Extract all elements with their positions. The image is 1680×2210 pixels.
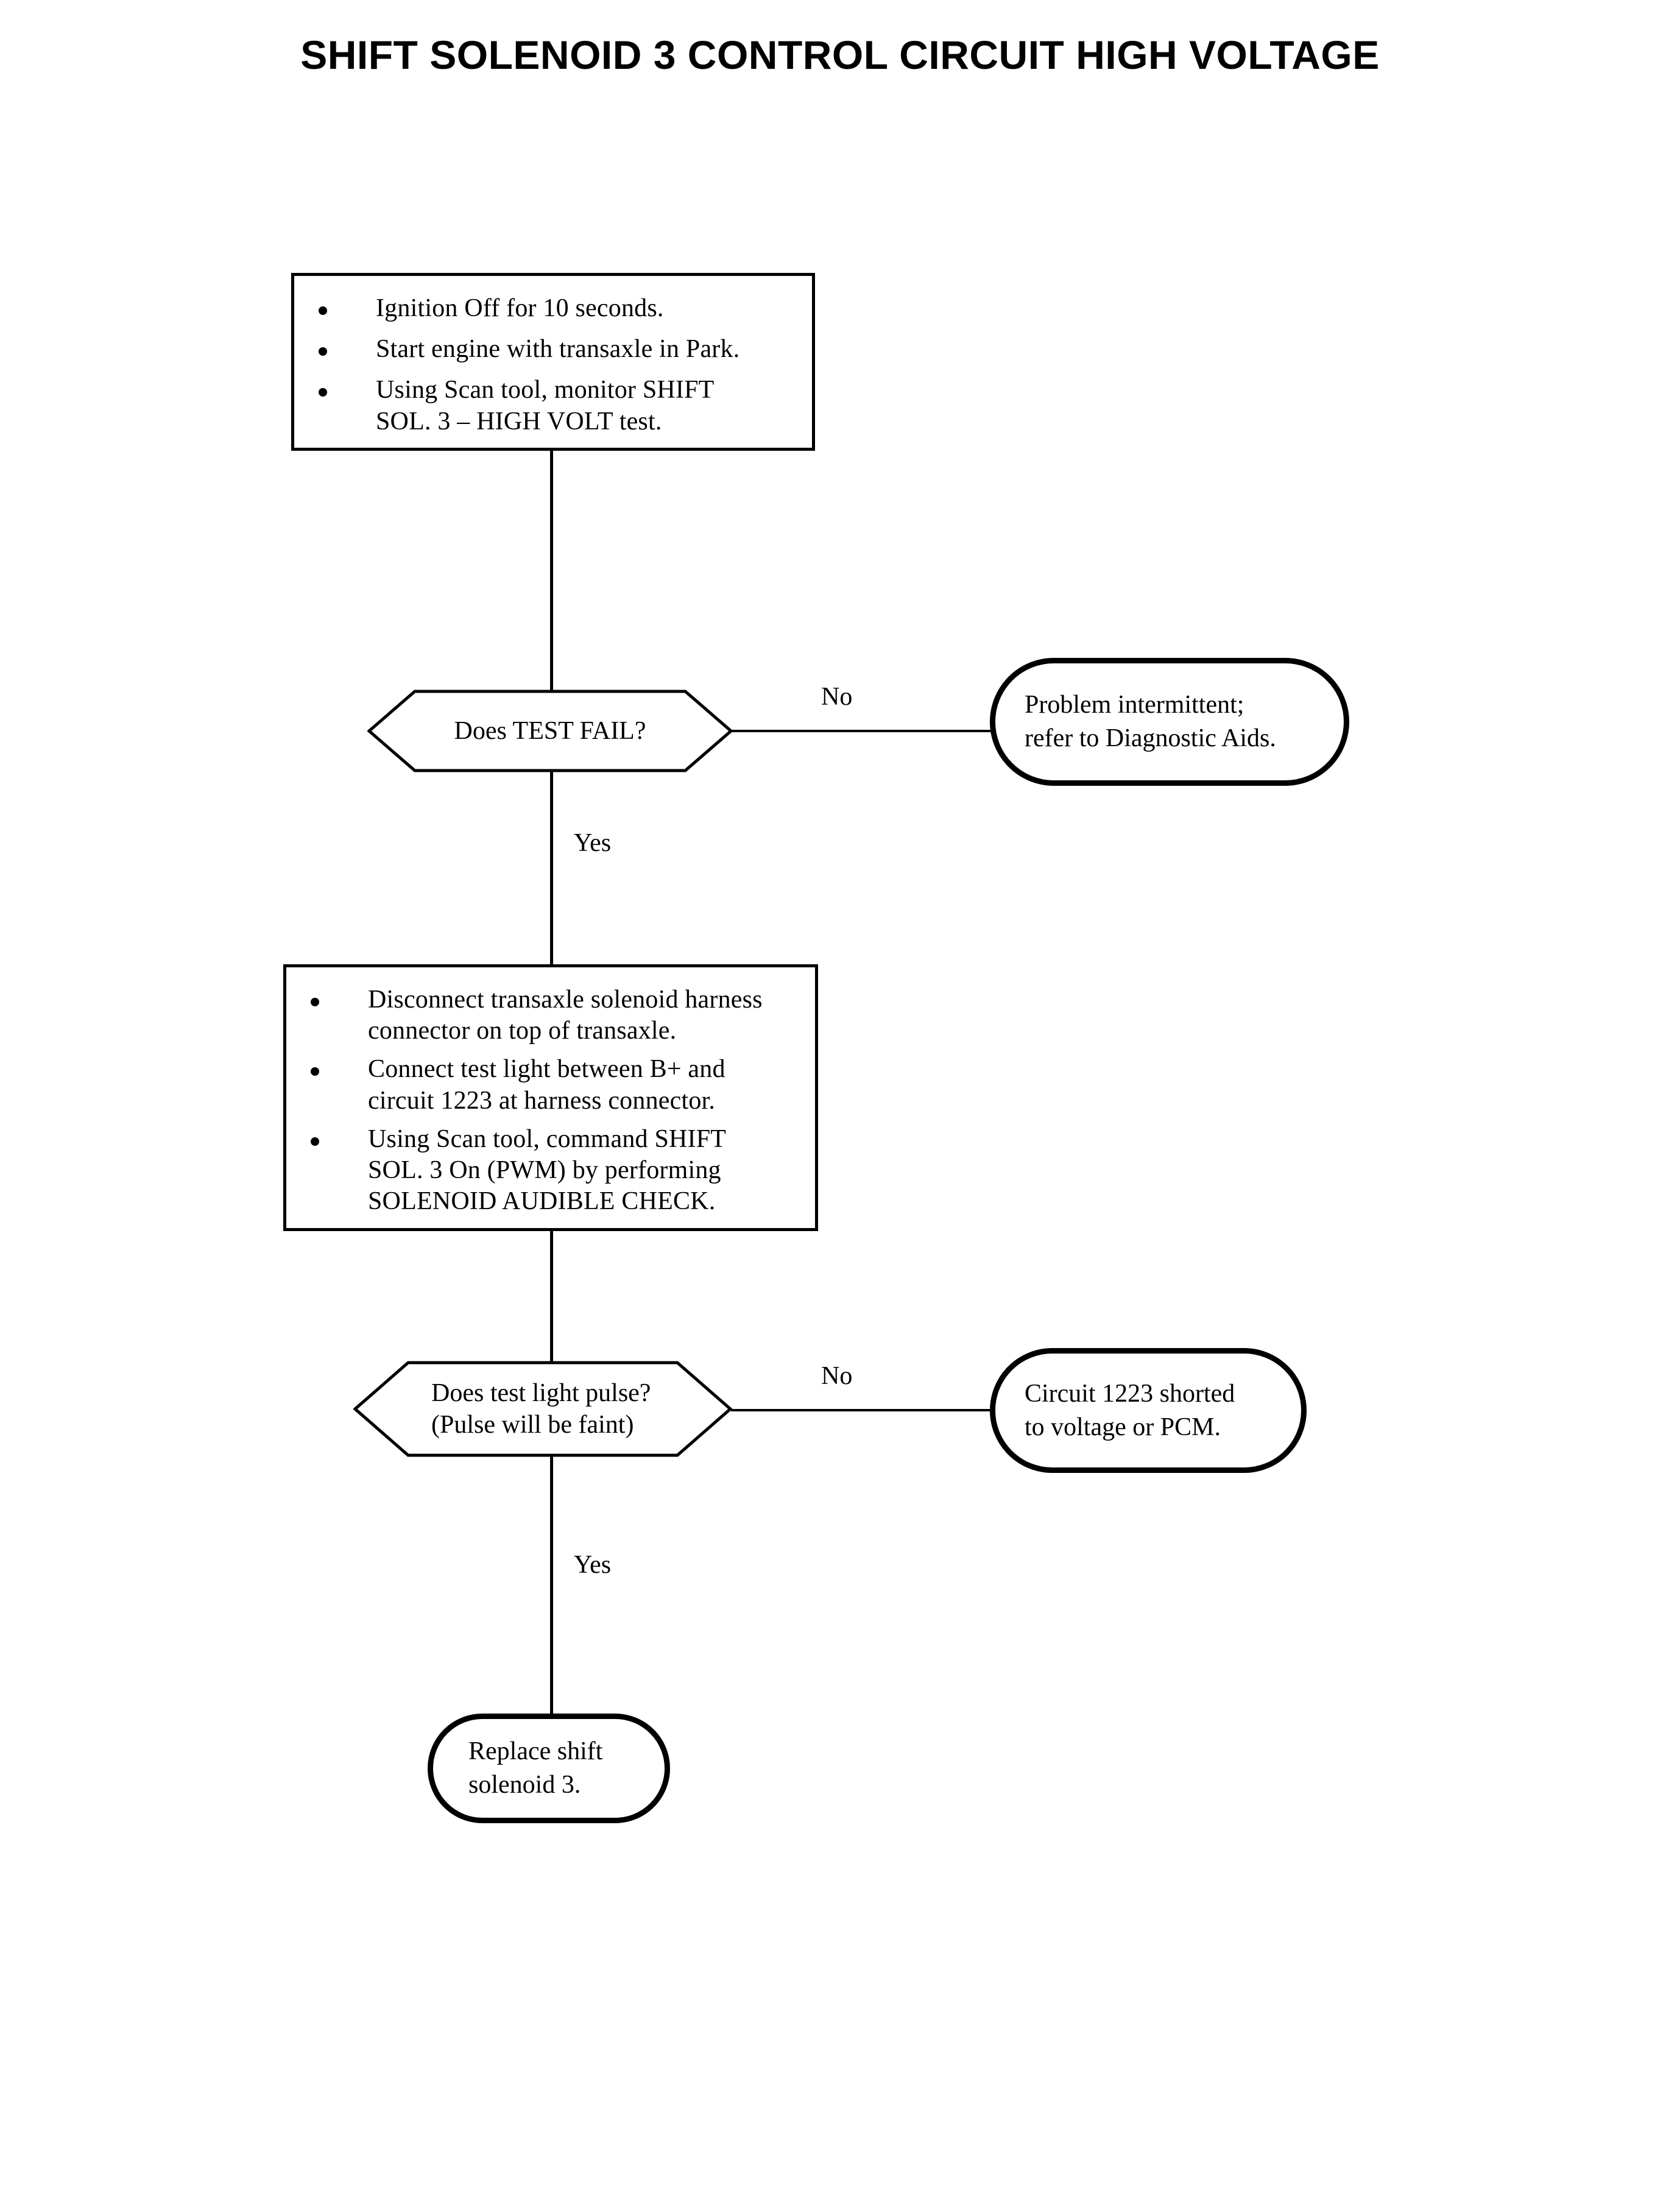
- terminal-3-line2: solenoid 3.: [468, 1771, 581, 1799]
- bullet-dot-icon: [311, 998, 319, 1006]
- terminal-1-line1: Problem intermittent;: [1025, 691, 1244, 719]
- bullet-dot-icon: [319, 388, 327, 397]
- hexagon-shape: [367, 690, 733, 772]
- hexagon-shape: [353, 1361, 732, 1457]
- edge-label-yes-1: Yes: [574, 829, 612, 857]
- connector-decision2-to-terminal3: [550, 1456, 553, 1715]
- connector-step1-to-decision1: [550, 451, 553, 694]
- bullet-text: Connect test light between B+ and circui…: [368, 1055, 725, 1115]
- bullet-text: Start engine with transaxle in Park.: [376, 335, 740, 364]
- terminal-3-line1: Replace shift: [468, 1737, 603, 1766]
- terminal-problem-intermittent: Problem intermittent; refer to Diagnosti…: [990, 658, 1349, 786]
- connector-decision2-to-terminal2: [731, 1409, 992, 1411]
- connector-decision1-to-step2: [550, 771, 553, 966]
- terminal-1-text: Problem intermittent; refer to Diagnosti…: [995, 688, 1288, 755]
- bullet-item: Ignition Off for 10 seconds.: [319, 293, 800, 324]
- connector-step2-to-decision2: [550, 1231, 553, 1365]
- page-title: SHIFT SOLENOID 3 CONTROL CIRCUIT HIGH VO…: [300, 32, 1380, 77]
- process-box-step2: Disconnect transaxle solenoid harness co…: [283, 964, 818, 1231]
- bullet-item: Using Scan tool, monitor SHIFT SOL. 3 – …: [319, 375, 800, 437]
- bullet-text: Using Scan tool, monitor SHIFT SOL. 3 – …: [376, 376, 715, 436]
- edge-label-no-1: No: [821, 683, 853, 711]
- edge-label-yes-2: Yes: [574, 1551, 612, 1579]
- bullet-dot-icon: [311, 1067, 319, 1076]
- bullet-item: Connect test light between B+ and circui…: [311, 1054, 803, 1116]
- bullet-item: Disconnect transaxle solenoid harness co…: [311, 984, 803, 1047]
- terminal-circuit-shorted: Circuit 1223 shorted to voltage or PCM.: [990, 1348, 1307, 1473]
- bullet-item: Start engine with transaxle in Park.: [319, 334, 800, 365]
- edge-label-no-2: No: [821, 1362, 853, 1390]
- decision-hexagon-1: Does TEST FAIL?: [367, 690, 733, 772]
- bullet-dot-icon: [319, 306, 327, 315]
- process-box-step1: Ignition Off for 10 seconds. Start engin…: [291, 273, 815, 451]
- bullet-item: Using Scan tool, command SHIFT SOL. 3 On…: [311, 1124, 803, 1218]
- decision-hexagon-2: Does test light pulse? (Pulse will be fa…: [353, 1361, 732, 1457]
- connector-decision1-to-terminal1: [731, 730, 992, 732]
- terminal-3-text: Replace shift solenoid 3.: [433, 1735, 615, 1801]
- bullet-dot-icon: [319, 347, 327, 356]
- terminal-2-line1: Circuit 1223 shorted: [1025, 1379, 1235, 1408]
- bullet-text: Using Scan tool, command SHIFT SOL. 3 On…: [368, 1124, 727, 1216]
- bullet-text: Ignition Off for 10 seconds.: [376, 294, 664, 322]
- terminal-2-line2: to voltage or PCM.: [1025, 1413, 1221, 1441]
- terminal-2-text: Circuit 1223 shorted to voltage or PCM.: [995, 1377, 1247, 1444]
- bullet-dot-icon: [311, 1137, 319, 1146]
- terminal-1-line2: refer to Diagnostic Aids.: [1025, 724, 1276, 752]
- terminal-replace-solenoid: Replace shift solenoid 3.: [428, 1714, 670, 1823]
- bullet-text: Disconnect transaxle solenoid harness co…: [368, 986, 763, 1045]
